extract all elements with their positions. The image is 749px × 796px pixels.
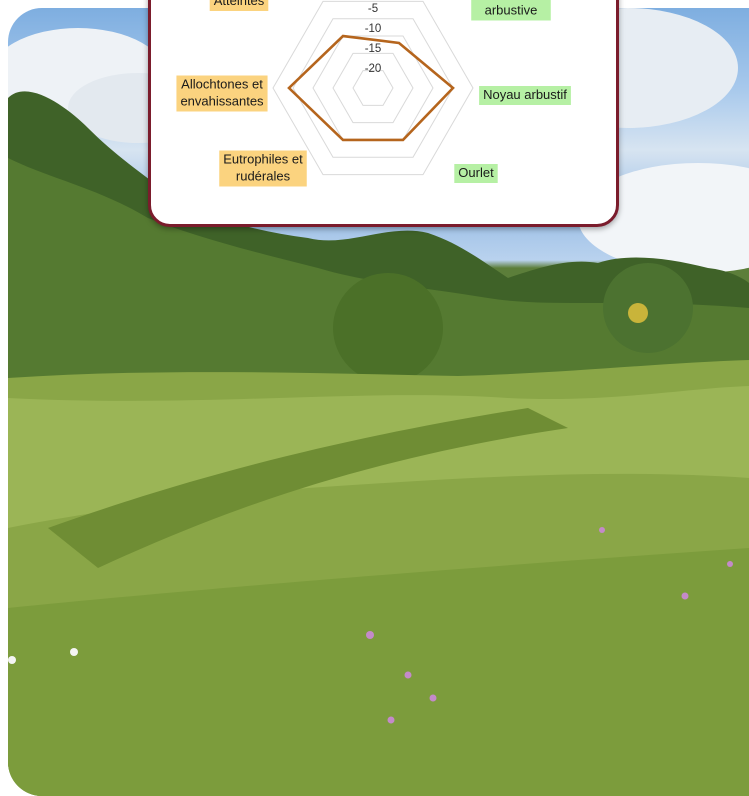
flower-icon (387, 716, 395, 724)
grid-ring (332, 52, 414, 124)
axis-label: Eutrophiles et rudérales (219, 150, 307, 187)
flower-icon (8, 656, 16, 664)
tick-label: -20 (365, 63, 382, 75)
landscape-illustration (8, 8, 749, 796)
axis-label-text: envahissantes (180, 94, 264, 109)
axis-label-text: rudérales (236, 169, 291, 184)
axis-label-highlight (454, 164, 498, 183)
axis-label: Allochtones et envahissantes (176, 75, 268, 112)
flower-icon (727, 561, 733, 567)
axis-label-highlight (471, 0, 551, 21)
flower-icon (404, 671, 412, 679)
axis-label-highlight (176, 75, 268, 112)
axis-label-highlight (209, 0, 269, 11)
flower-icon (599, 527, 605, 533)
axis-label-text: Allochtones et (181, 77, 263, 92)
grid-ring (352, 70, 394, 106)
axis-label: Colonisation arbustive (471, 0, 551, 21)
tree-icon (603, 263, 693, 353)
flower-icon (429, 694, 437, 702)
tick-label: -5 (368, 3, 378, 15)
mowed-path (48, 408, 568, 568)
flower-icon (70, 648, 78, 656)
axis-label: Noyau arbustif (479, 86, 571, 105)
tick-label: -10 (365, 23, 382, 35)
axis-label-text: Noyau arbustif (483, 87, 567, 102)
cloud-icon (578, 163, 749, 273)
axis-label-text: Ourlet (458, 165, 494, 180)
axis-label-text: Colonisation (475, 0, 547, 1)
axis-label-text: arbustive (485, 3, 538, 18)
axis-label-highlight (479, 86, 571, 105)
grid-ring (272, 0, 474, 176)
axis-label: Atteintes (209, 0, 269, 11)
flower-icon (681, 592, 689, 600)
tree-icon (333, 273, 443, 383)
axis-label-text: Atteintes (214, 0, 265, 8)
axis-label-highlight (219, 150, 307, 187)
tick-label: -15 (365, 43, 382, 55)
axis-label: Ourlet (454, 164, 498, 183)
axis-label-text: Eutrophiles et (223, 152, 303, 167)
flower-icon (366, 631, 374, 639)
